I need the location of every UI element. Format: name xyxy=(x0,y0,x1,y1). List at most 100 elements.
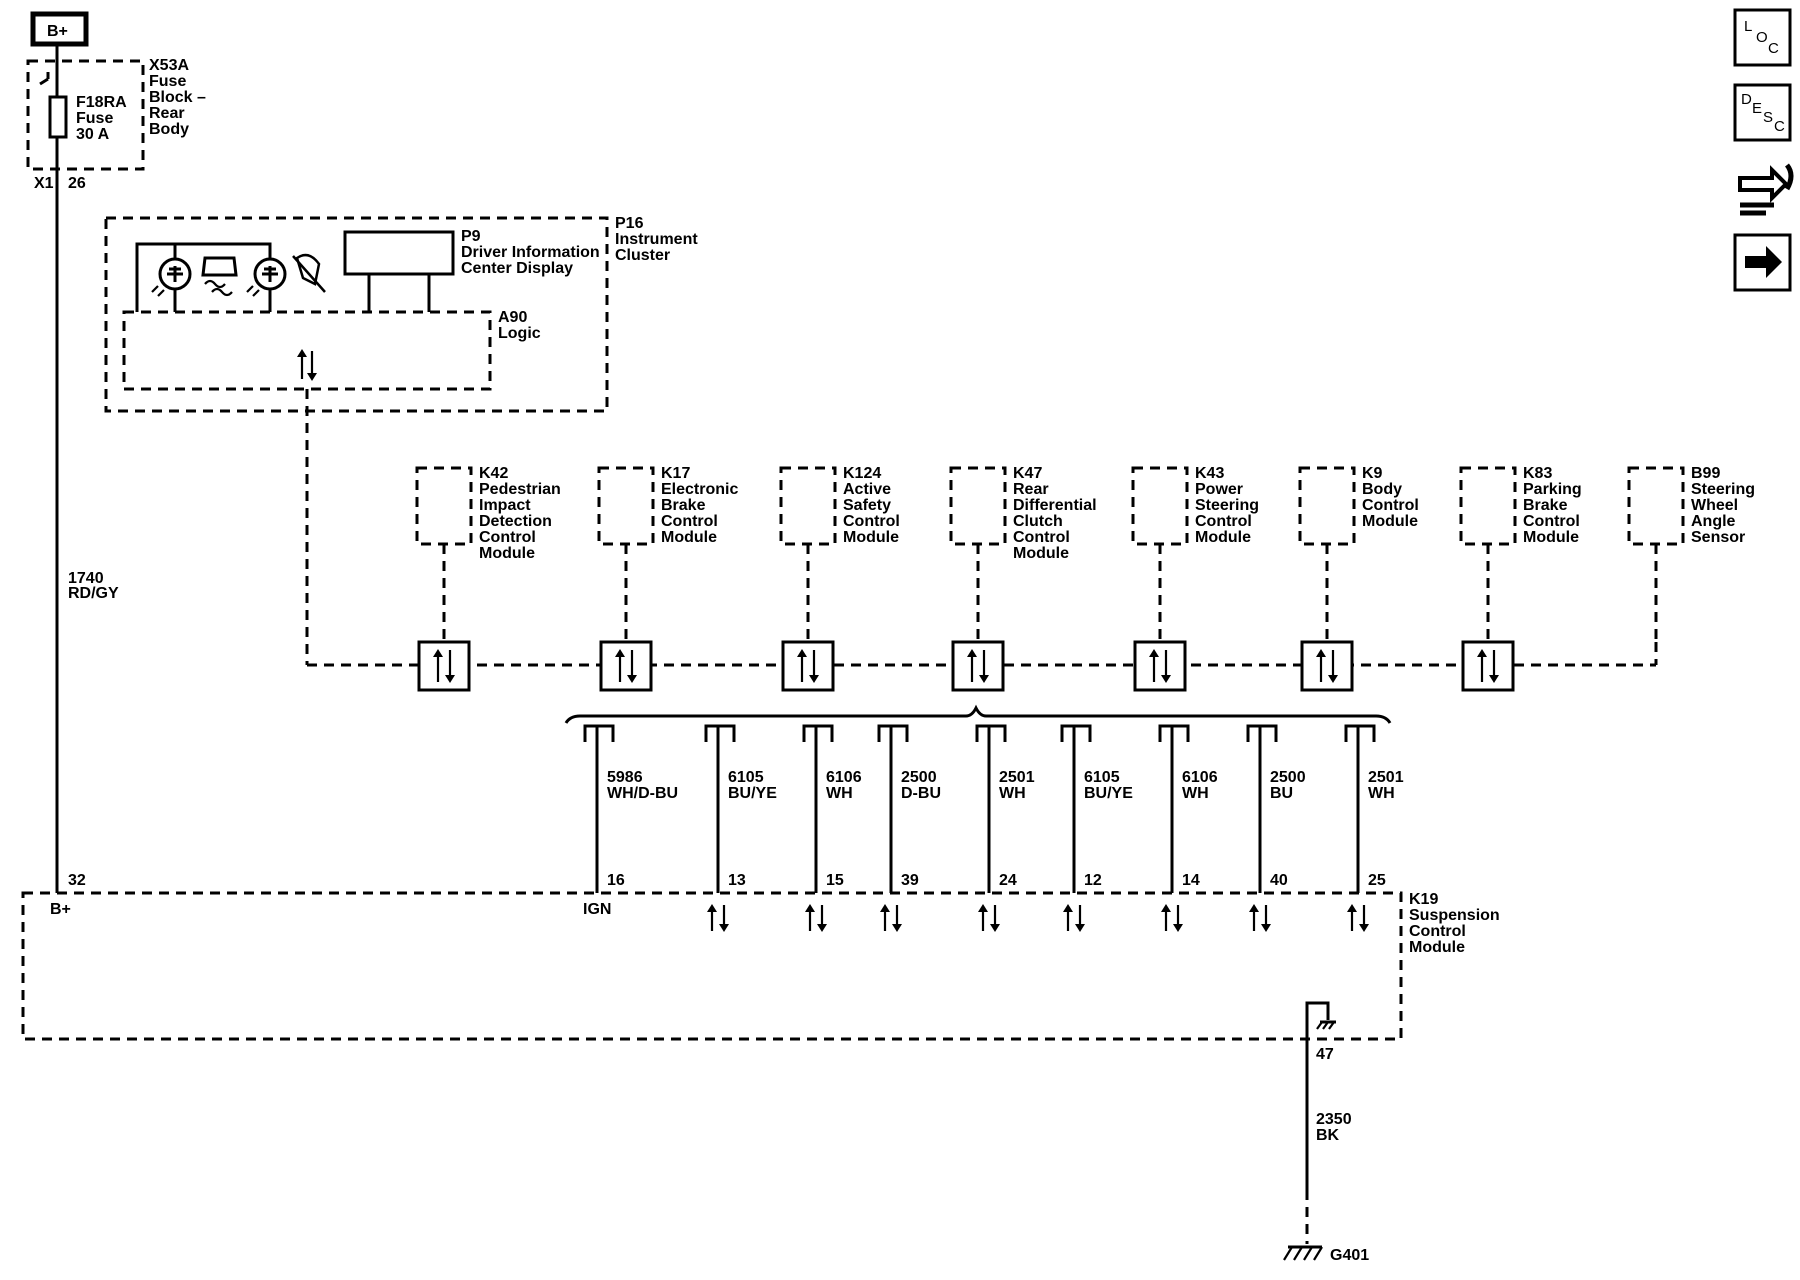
wire-color: WH xyxy=(1182,785,1209,802)
wire-pin: 13 xyxy=(728,872,746,889)
next-page-button[interactable] xyxy=(1733,233,1792,292)
scm-name-2: Control xyxy=(1409,923,1466,940)
module-name-line: Control xyxy=(661,513,718,530)
terminal-label: IGN xyxy=(583,901,611,918)
wire-pin: 40 xyxy=(1270,872,1288,889)
module-name-line: Clutch xyxy=(1013,513,1063,530)
data-arrows-icon xyxy=(880,904,902,932)
module-name-line: Angle xyxy=(1691,513,1736,530)
fuse-block-id: X53A xyxy=(149,57,189,74)
wire-circuit: 6105 xyxy=(1084,769,1120,786)
wire-pin: 25 xyxy=(1368,872,1386,889)
module-id: K124 xyxy=(843,465,881,482)
connector-cavity xyxy=(975,724,1007,742)
battery-box xyxy=(30,11,89,47)
module-name-line: Control xyxy=(1362,497,1419,514)
module-name-line: Wheel xyxy=(1691,497,1738,514)
scm-bplus-pin: 32 xyxy=(68,872,86,889)
module-name-line: Module xyxy=(1195,529,1251,546)
connector-end-view-icon[interactable] xyxy=(1733,155,1794,221)
connector-cavity xyxy=(1158,724,1190,742)
wire-circuit: 2501 xyxy=(999,769,1035,786)
scm-name-3: Module xyxy=(1409,939,1465,956)
data-link-box xyxy=(781,640,835,692)
cluster-id: P16 xyxy=(615,215,644,232)
wire-color: WH xyxy=(1368,785,1395,802)
module-outline xyxy=(1131,466,1189,546)
data-arrows-icon xyxy=(1347,904,1369,932)
data-link-box xyxy=(417,640,471,692)
connector-id: X1 xyxy=(34,175,54,192)
wire-color: WH/D-BU xyxy=(607,785,678,802)
wire-circuit: 6106 xyxy=(1182,769,1218,786)
module-outline xyxy=(779,466,837,546)
wire-color: BU xyxy=(1270,785,1293,802)
module-id: K9 xyxy=(1362,465,1383,482)
cluster-outline xyxy=(104,216,609,413)
wire-pin: 39 xyxy=(901,872,919,889)
ground-wire-circuit: 2350 xyxy=(1316,1111,1352,1128)
module-name-line: Parking xyxy=(1523,481,1582,498)
module-name-line: Pedestrian xyxy=(479,481,561,498)
data-arrows-icon xyxy=(978,904,1000,932)
module-name-line: Module xyxy=(1523,529,1579,546)
data-arrows-icon xyxy=(1249,904,1271,932)
desc-letter-4: C xyxy=(1774,118,1785,135)
module-name-line: Safety xyxy=(843,497,891,514)
module-id: K83 xyxy=(1523,465,1552,482)
wire-circuit: 5986 xyxy=(607,769,643,786)
arrow-right-icon xyxy=(1745,246,1782,278)
feed-wire-color: RD/GY xyxy=(68,585,119,602)
data-arrows-icon xyxy=(805,904,827,932)
module-name-line: Module xyxy=(479,545,535,562)
connector-cavity xyxy=(877,724,909,742)
module-name-line: Impact xyxy=(479,497,531,514)
connector-cavity xyxy=(583,724,615,742)
wire-circuit: 6105 xyxy=(728,769,764,786)
connector-cavity xyxy=(704,724,736,742)
module-name-line: Detection xyxy=(479,513,552,530)
module-name-line: Power xyxy=(1195,481,1243,498)
module-k42[interactable]: K42PedestrianImpactDetectionControlModul… xyxy=(415,465,561,692)
module-outline xyxy=(415,466,473,546)
desc-letter-1: D xyxy=(1741,91,1752,108)
module-outline xyxy=(1459,466,1517,546)
ground-wire xyxy=(1305,1001,1330,1190)
fuse-block-name-3: Rear xyxy=(149,105,185,122)
data-arrows-icon xyxy=(967,649,989,683)
module-name-line: Control xyxy=(479,529,536,546)
module-id: K43 xyxy=(1195,465,1224,482)
wire-circuit: 2500 xyxy=(901,769,937,786)
wire-group-brace xyxy=(564,704,1392,724)
dic-id: P9 xyxy=(461,228,481,245)
module-name-line: Steering xyxy=(1195,497,1259,514)
module-name-line: Electronic xyxy=(661,481,738,498)
fuse-block-outline xyxy=(26,59,145,171)
module-name-line: Module xyxy=(661,529,717,546)
loc-button[interactable]: L O C xyxy=(1733,8,1792,67)
data-arrows-icon xyxy=(1161,904,1183,932)
desc-button[interactable]: D E S C xyxy=(1733,83,1792,142)
fuse-name-2: 30 A xyxy=(76,126,110,143)
module-outline xyxy=(597,466,655,546)
ground-wire-color: BK xyxy=(1316,1127,1340,1144)
module-name-line: Control xyxy=(1195,513,1252,530)
module-outline xyxy=(949,466,1007,546)
module-outline xyxy=(1298,466,1356,546)
loc-letter-3: C xyxy=(1768,40,1779,57)
wire-circuit: 6106 xyxy=(826,769,862,786)
module-name-line: Module xyxy=(1013,545,1069,562)
scm-outline xyxy=(21,891,1403,1041)
